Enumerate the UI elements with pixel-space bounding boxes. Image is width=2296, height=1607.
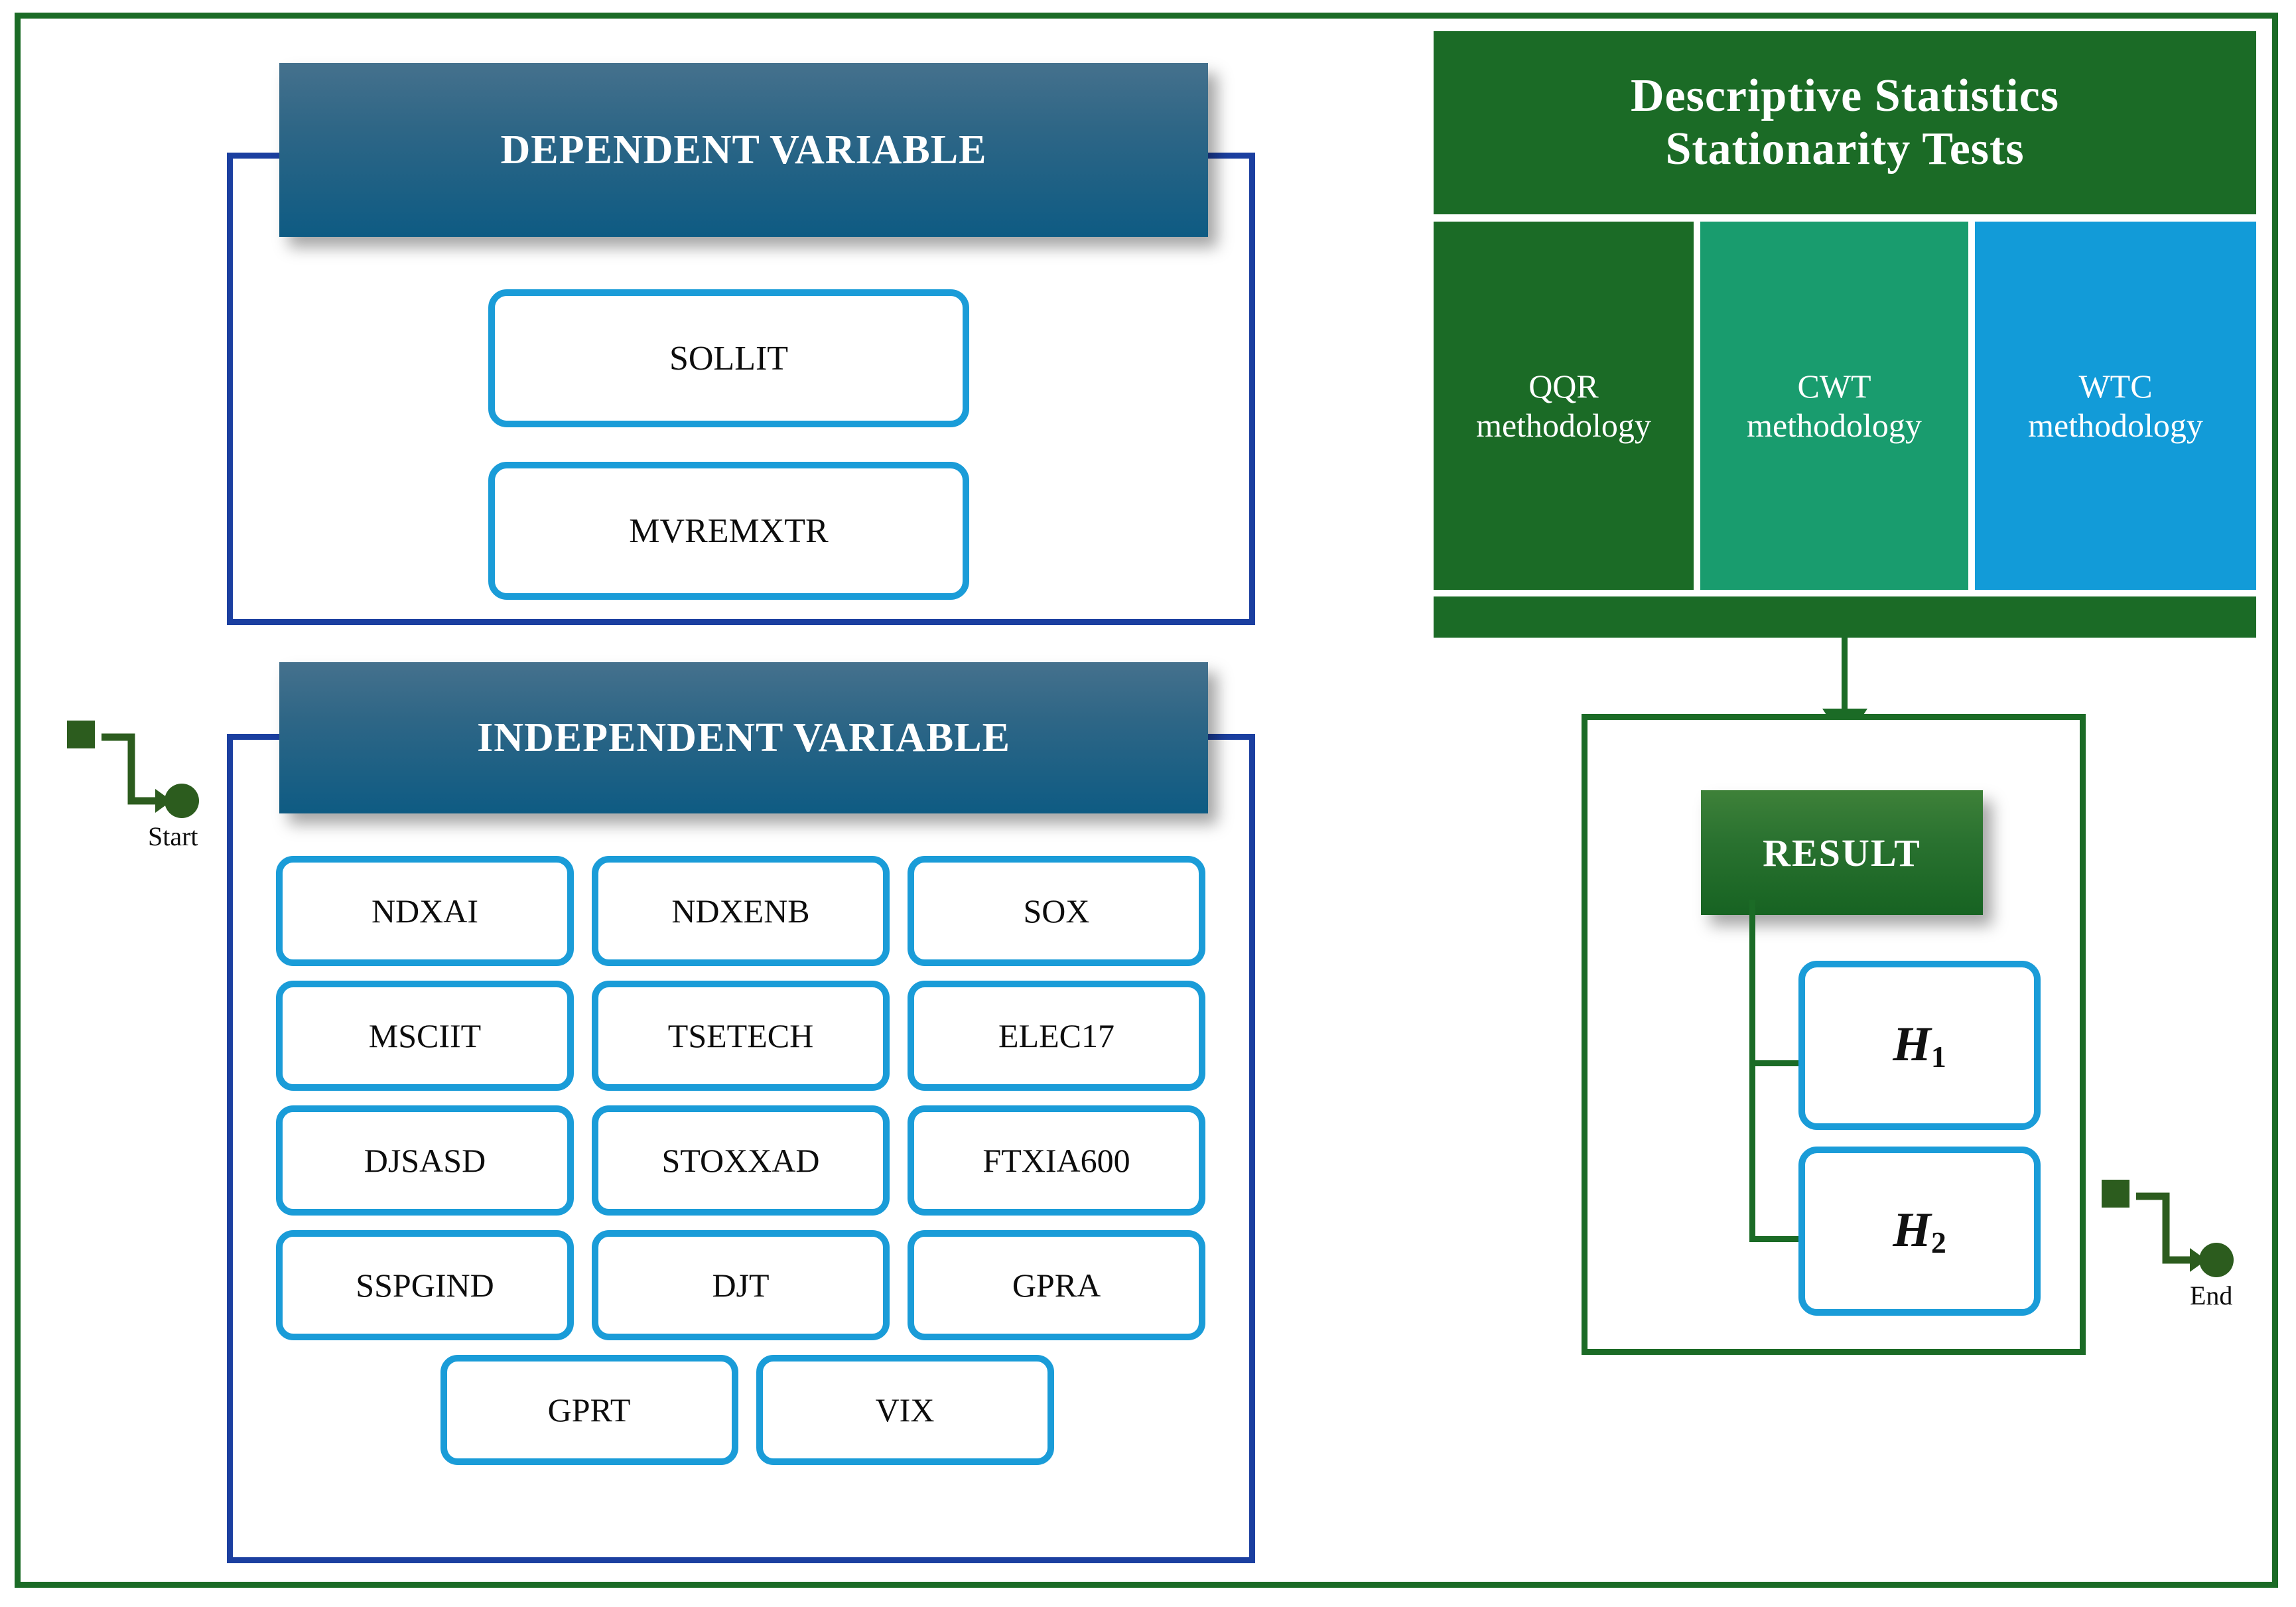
- method-wtc-label: methodology: [2028, 406, 2203, 444]
- dependent-item-sollit[interactable]: SOLLIT: [488, 289, 969, 427]
- independent-item-tsetech[interactable]: TSETECH: [592, 981, 890, 1091]
- end-label: End: [2190, 1281, 2233, 1310]
- grid-row: SSPGIND DJT GPRA: [276, 1230, 1218, 1340]
- independent-item-djsasd[interactable]: DJSASD: [276, 1105, 574, 1216]
- independent-item-gprt[interactable]: GPRT: [440, 1355, 738, 1465]
- method-wtc-name: WTC: [2078, 367, 2153, 405]
- independent-item-ndxenb[interactable]: NDXENB: [592, 856, 890, 966]
- methods-title-line1: Descriptive Statistics: [1630, 70, 2060, 122]
- independent-item-ftxia600[interactable]: FTXIA600: [908, 1105, 1205, 1216]
- result-connector-h2: [1749, 1236, 1804, 1242]
- independent-item-gpra[interactable]: GPRA: [908, 1230, 1205, 1340]
- grid-row: DJSASD STOXXAD FTXIA600: [276, 1105, 1218, 1216]
- hypothesis-box-h2[interactable]: H2: [1798, 1147, 2041, 1316]
- independent-item-msciit[interactable]: MSCIIT: [276, 981, 574, 1091]
- arrow-right-icon: [101, 733, 172, 813]
- method-qqr-name: QQR: [1528, 367, 1599, 405]
- dependent-variable-banner: DEPENDENT VARIABLE: [279, 63, 1208, 237]
- hypothesis-h1-label: H1: [1893, 1016, 1946, 1074]
- independent-item-djt[interactable]: DJT: [592, 1230, 890, 1340]
- independent-item-ndxai[interactable]: NDXAI: [276, 856, 574, 966]
- method-qqr-label: methodology: [1476, 406, 1651, 444]
- methods-footer-bar: [1434, 596, 2256, 638]
- method-box-qqr[interactable]: QQR methodology: [1434, 222, 1694, 590]
- method-box-wtc[interactable]: WTC methodology: [1975, 222, 2256, 590]
- methods-title-banner: Descriptive Statistics Stationarity Test…: [1434, 31, 2256, 214]
- method-cwt-label: methodology: [1747, 406, 1922, 444]
- independent-item-stoxxad[interactable]: STOXXAD: [592, 1105, 890, 1216]
- independent-variable-banner: INDEPENDENT VARIABLE: [279, 662, 1208, 813]
- result-connector-h1: [1749, 1060, 1804, 1066]
- grid-row: MSCIIT TSETECH ELEC17: [276, 981, 1218, 1091]
- hypothesis-h2-label: H2: [1893, 1202, 1946, 1260]
- square-marker-icon: [67, 721, 95, 748]
- grid-row: NDXAI NDXENB SOX: [276, 856, 1218, 966]
- result-banner: RESULT: [1701, 790, 1983, 915]
- end-marker: End: [2102, 1180, 2254, 1332]
- methods-title-line2: Stationarity Tests: [1665, 123, 2025, 175]
- independent-variable-grid: NDXAI NDXENB SOX MSCIIT TSETECH ELEC17 D…: [276, 856, 1218, 1480]
- arrow-right-icon: [2136, 1192, 2206, 1272]
- grid-row: GPRT VIX: [276, 1355, 1218, 1465]
- method-cwt-name: CWT: [1797, 367, 1871, 405]
- independent-item-sox[interactable]: SOX: [908, 856, 1205, 966]
- flow-arrow-stem: [1842, 638, 1848, 714]
- method-box-cwt[interactable]: CWT methodology: [1700, 222, 1968, 590]
- independent-item-vix[interactable]: VIX: [756, 1355, 1054, 1465]
- independent-item-elec17[interactable]: ELEC17: [908, 981, 1205, 1091]
- independent-item-sspgind[interactable]: SSPGIND: [276, 1230, 574, 1340]
- hypothesis-box-h1[interactable]: H1: [1798, 961, 2041, 1130]
- square-marker-icon: [2102, 1180, 2129, 1208]
- circle-node-icon: [165, 784, 199, 818]
- dependent-item-mvremxtr[interactable]: MVREMXTR: [488, 462, 969, 600]
- methods-row: QQR methodology CWT methodology WTC meth…: [1434, 222, 2256, 590]
- diagram-outer-frame: Start DEPENDENT VARIABLE SOLLIT MVREMXTR…: [15, 13, 2278, 1588]
- circle-node-icon: [2199, 1243, 2234, 1277]
- start-marker: Start: [67, 721, 220, 873]
- result-connector-vertical: [1749, 900, 1755, 1242]
- start-label: Start: [148, 821, 198, 851]
